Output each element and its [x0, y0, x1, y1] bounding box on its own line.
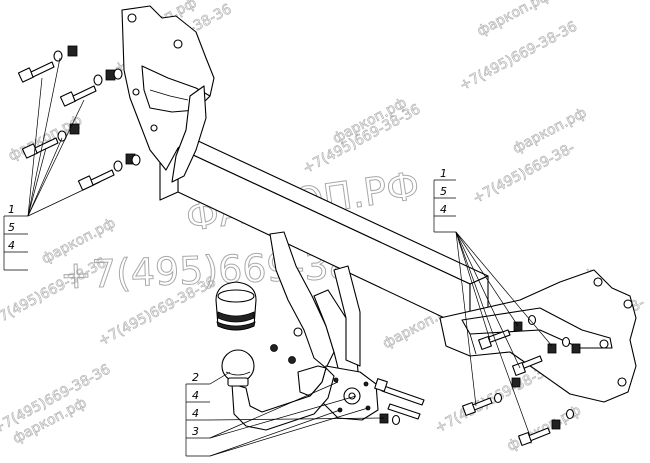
callout-label: 1 — [8, 203, 15, 216]
callout-left: 1 5 4 — [3, 57, 101, 271]
tow-ball — [221, 349, 255, 387]
washer — [565, 408, 575, 420]
washer — [53, 50, 63, 62]
bolt — [462, 397, 493, 416]
callout-label: 1 — [440, 167, 447, 180]
nut — [511, 377, 521, 388]
nut — [571, 343, 581, 354]
bracket-hole — [599, 339, 609, 349]
bolt — [478, 329, 511, 350]
callout-label: 4 — [440, 203, 447, 216]
washer — [93, 74, 103, 86]
bolt — [17, 61, 55, 83]
center-bracket — [269, 231, 361, 377]
bracket-hole — [132, 88, 140, 96]
callout-label: 2 — [192, 371, 199, 384]
nut — [513, 321, 523, 332]
watermark-small-site: фаркоп.рф — [475, 0, 554, 40]
ball-cap — [215, 281, 257, 331]
bolt — [21, 137, 59, 159]
washer — [527, 314, 537, 326]
bracket-hole — [173, 39, 183, 49]
nut — [288, 356, 296, 364]
plate-hole — [293, 327, 303, 337]
bolt — [59, 85, 97, 107]
callout-label: 3 — [192, 425, 199, 438]
hitch-fasteners — [374, 378, 425, 426]
callout-label: 5 — [8, 221, 15, 234]
washer — [493, 392, 503, 404]
washer — [57, 130, 67, 142]
nut — [67, 45, 78, 57]
nut — [379, 413, 389, 424]
bolt — [387, 403, 421, 420]
left-fasteners — [17, 45, 141, 191]
watermark-small-site: фаркоп.рф — [510, 105, 589, 157]
nut — [547, 343, 557, 354]
washer — [561, 336, 571, 348]
washer — [131, 154, 141, 166]
washer — [113, 160, 123, 172]
left-bracket — [121, 5, 215, 183]
bolt — [512, 355, 543, 376]
nut — [551, 419, 561, 430]
callout-ball: 2 4 4 3 — [185, 371, 385, 457]
nut — [270, 344, 278, 352]
callout-right: 1 5 4 — [433, 167, 553, 437]
callout-label: 4 — [192, 389, 199, 402]
socket-screw — [363, 381, 369, 387]
bracket-hole — [593, 277, 603, 287]
callout-label: 4 — [192, 407, 199, 420]
bolt — [374, 378, 425, 406]
bracket-hole — [617, 377, 627, 387]
bracket-hole — [623, 299, 633, 309]
socket-screw — [333, 377, 339, 383]
right-fasteners — [462, 314, 581, 446]
bracket-hole — [127, 13, 137, 23]
bracket-hole — [150, 124, 158, 132]
callout-label: 4 — [8, 239, 15, 252]
bolt — [518, 427, 551, 446]
washer — [113, 68, 123, 80]
watermark-small-phone: +7(495)669-38-36 — [457, 19, 580, 95]
watermark-small-site: фаркоп.рф — [6, 112, 85, 164]
washer — [391, 414, 401, 426]
callout-label: 5 — [440, 185, 447, 198]
bolt — [77, 169, 115, 191]
